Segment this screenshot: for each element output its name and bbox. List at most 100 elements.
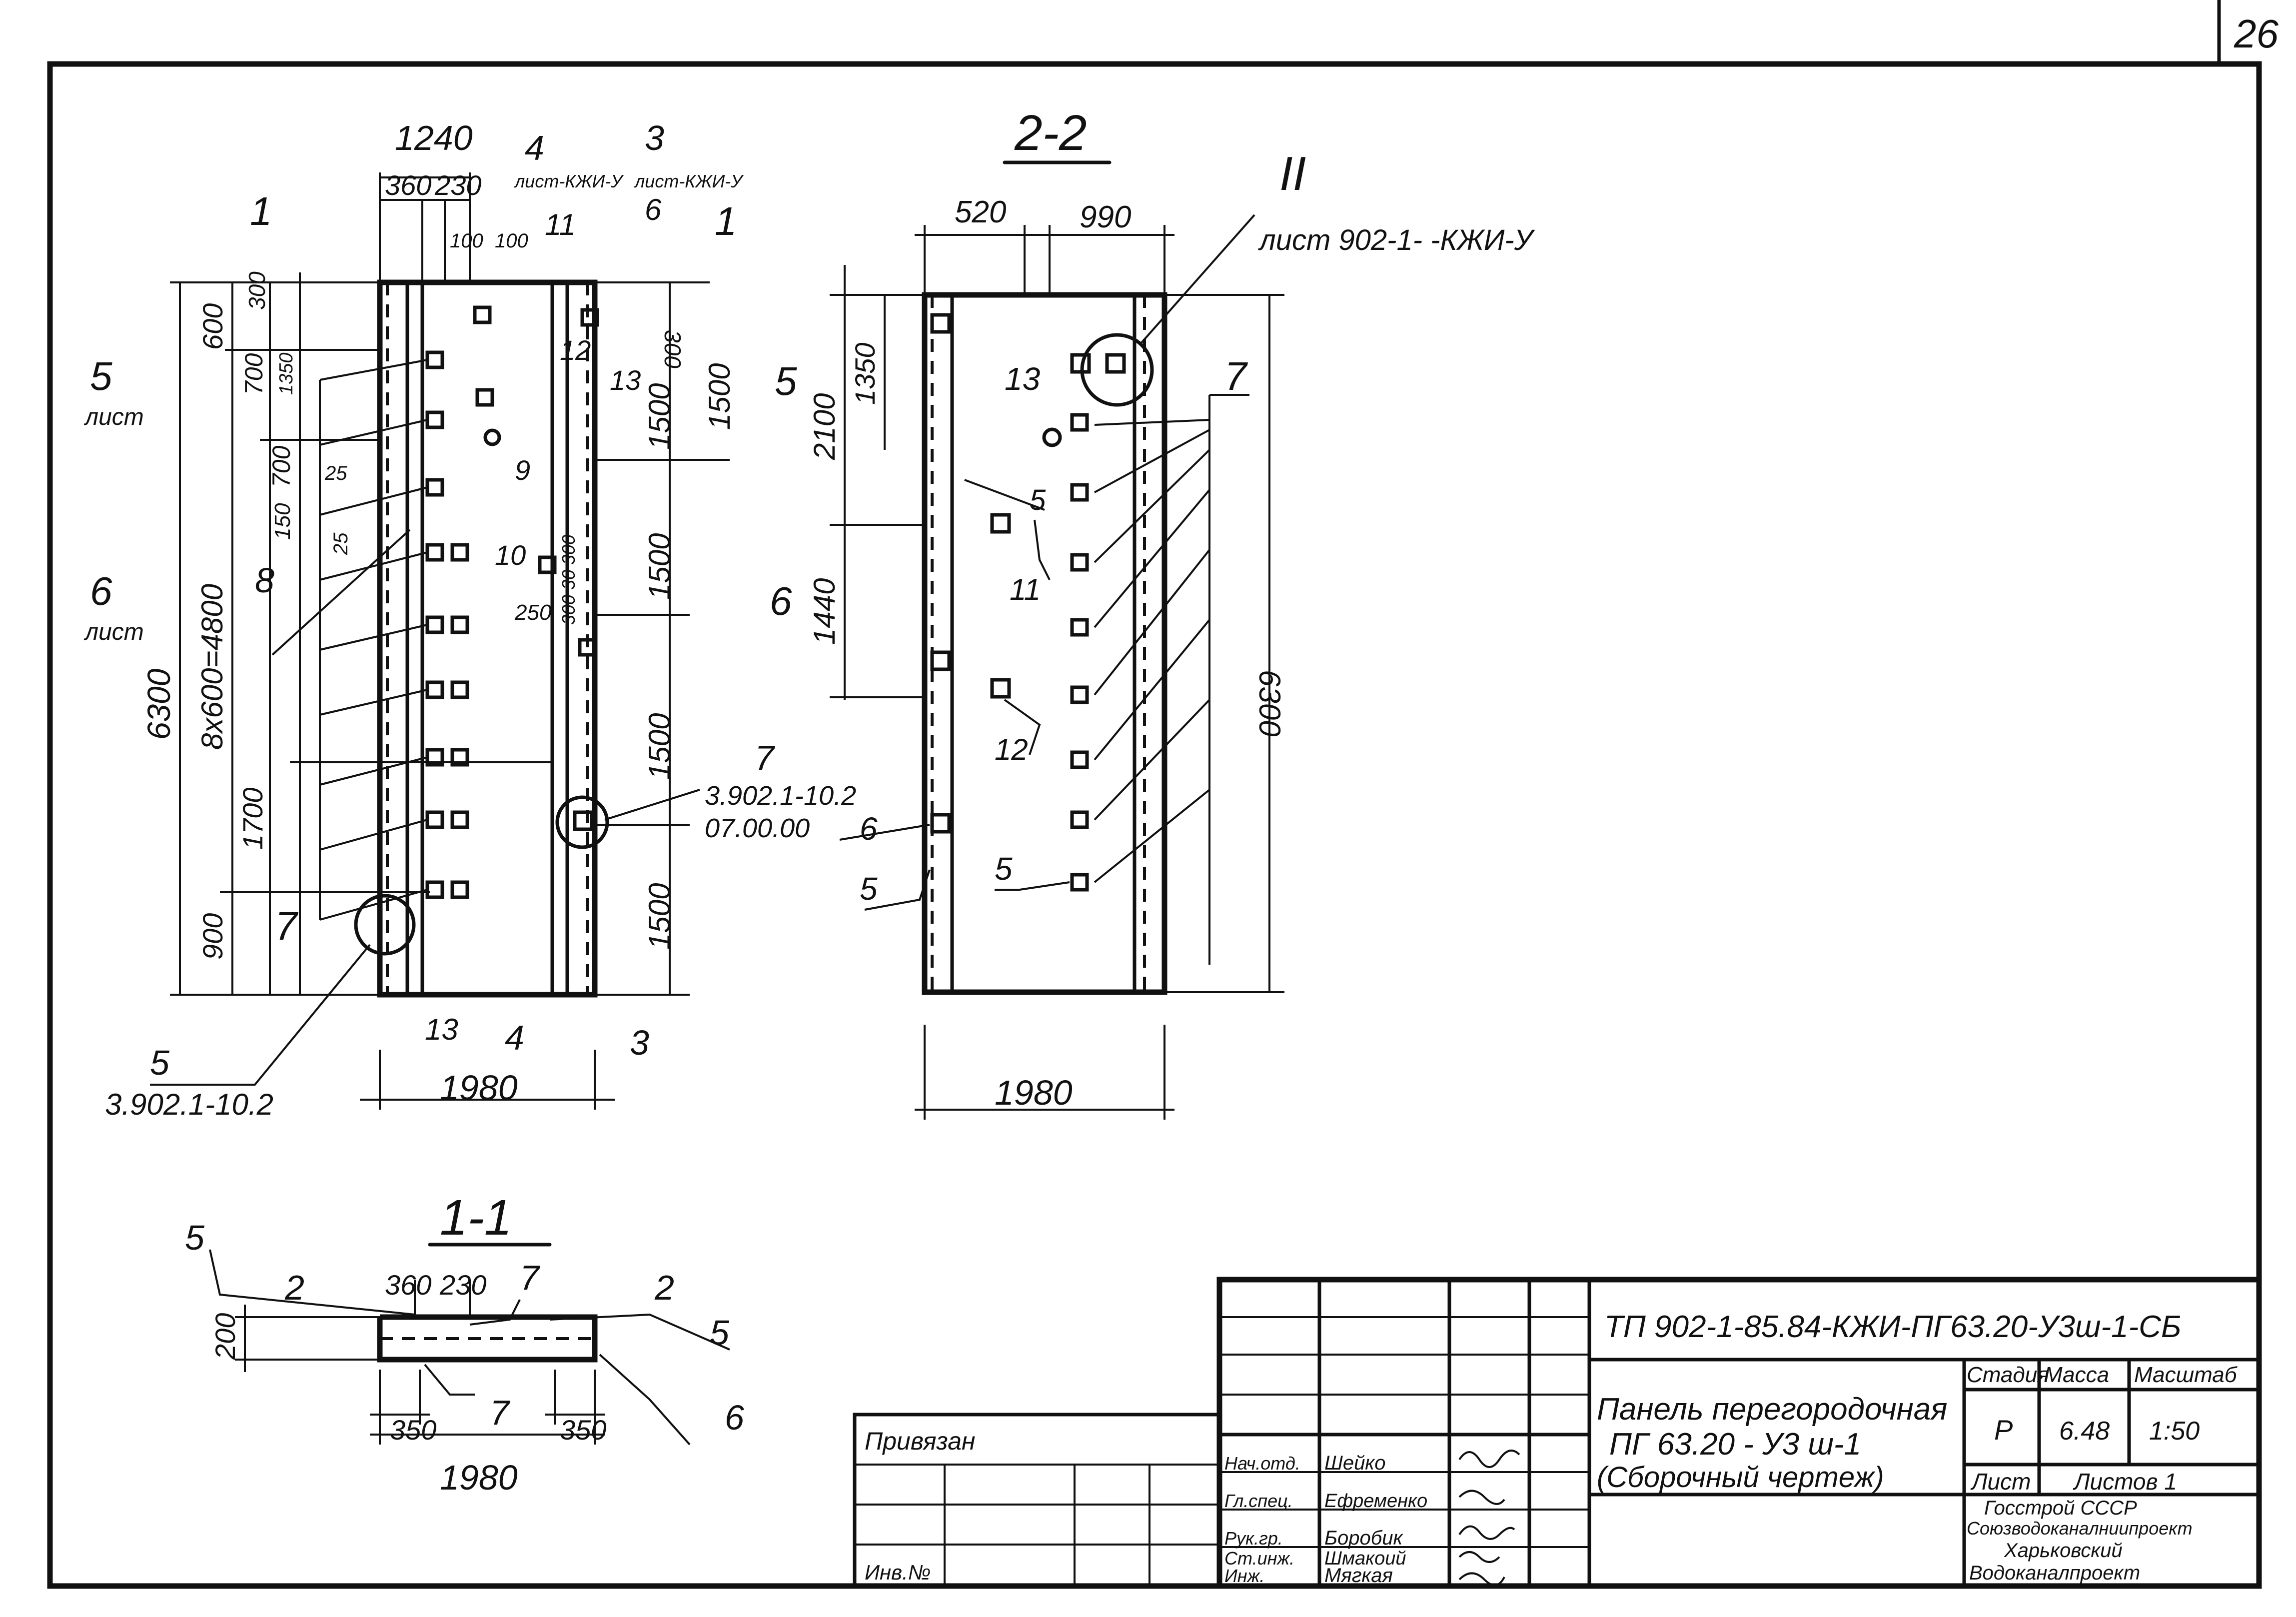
role-4: Ст.инж. <box>1224 1548 1294 1569</box>
s22-mark-5a: 5 <box>1030 484 1046 516</box>
ref-7-doc1: 3.902.1-10.2 <box>705 781 856 811</box>
s11-mark-7b: 7 <box>490 1393 511 1432</box>
org-2: Союзводоканалниипроект <box>1967 1518 2193 1539</box>
sheet-number: 26 <box>2234 11 2279 56</box>
dim-1500a: 1500 <box>703 363 736 430</box>
stage-value: Р <box>1994 1414 2013 1446</box>
ref-4-bottom: 4 <box>505 1018 524 1057</box>
cut-6-sheet: лист <box>83 619 144 645</box>
sheet-label: Лист <box>1970 1469 2031 1495</box>
mark-7-left: 7 <box>275 904 298 948</box>
s22-dim-520: 520 <box>955 195 1006 229</box>
mass-value: 6.48 <box>2059 1417 2110 1446</box>
signatures <box>1458 1450 1520 1587</box>
cut-5: 5 <box>90 354 112 398</box>
mark-11: 11 <box>545 208 576 241</box>
col-stage: Стадия <box>1967 1363 2049 1387</box>
cut-6-right: 6 <box>770 579 792 623</box>
section22-plates <box>930 313 1126 892</box>
dim-300a: 300 <box>244 271 270 310</box>
sheets-label: Листов 1 <box>2073 1469 2177 1495</box>
ref-3-sheet: лист-КЖИ-У <box>634 171 744 191</box>
elevation-dimension-lines <box>170 172 730 1110</box>
dim-100b: 100 <box>495 230 528 252</box>
dim-1500c: 1500 <box>643 533 676 600</box>
s11-dim-200: 200 <box>209 1313 241 1360</box>
name-5: Мягкая <box>1324 1565 1393 1587</box>
drawing-name-3: (Сборочный чертеж) <box>1597 1461 1884 1494</box>
mark-7-right: 7 <box>755 738 776 777</box>
dim-1240: 1240 <box>395 118 473 157</box>
doc-code: ТП 902-1-85.84-КЖИ-ПГ63.20-У3ш-1-СБ <box>1604 1310 2181 1344</box>
col-scale: Масштаб <box>2134 1363 2238 1387</box>
dim-230: 230 <box>434 169 481 201</box>
dim-150: 150 <box>270 503 295 540</box>
s11-mark-5a: 5 <box>185 1218 205 1257</box>
role-5: Инж. <box>1224 1566 1264 1586</box>
s22-mark-5c: 5 <box>995 851 1013 887</box>
dim-700b: 700 <box>267 445 295 487</box>
mark-13-top: 13 <box>610 364 641 396</box>
s11-cut-2b: 2 <box>654 1268 674 1307</box>
s11-mark-6: 6 <box>725 1398 744 1437</box>
org-1: Госстрой СССР <box>1984 1497 2137 1519</box>
panel-elevation <box>150 172 730 1110</box>
mark-9: 9 <box>515 454 530 486</box>
drawing-name-1: Панель перегородочная <box>1597 1392 1947 1427</box>
name-4: Шмакоий <box>1324 1548 1406 1569</box>
cut-5-right: 5 <box>775 359 797 403</box>
dim-1350a: 1350 <box>276 352 297 395</box>
s11-dim-350a: 350 <box>390 1414 436 1446</box>
section-1-1 <box>209 1249 730 1446</box>
dim-900: 900 <box>197 913 228 960</box>
s22-dim-1350: 1350 <box>849 342 881 405</box>
s22-mark-11: 11 <box>1010 573 1041 606</box>
title-block <box>853 1277 2262 1589</box>
s11-mark-5b: 5 <box>710 1313 730 1352</box>
mark-5: 5 <box>150 1043 170 1082</box>
s11-dim-350b: 350 <box>560 1414 606 1446</box>
section22-leaders <box>1094 394 1249 965</box>
mark-8: 8 <box>255 561 274 600</box>
dim-100a: 100 <box>450 230 483 252</box>
s22-mark-7: 7 <box>1224 354 1248 398</box>
dim-6300: 6300 <box>141 668 177 740</box>
dim-700a: 700 <box>240 353 268 395</box>
bound-label: Привязан <box>865 1427 976 1455</box>
name-2: Ефременко <box>1324 1491 1427 1512</box>
role-2: Гл.спец. <box>1224 1491 1293 1511</box>
s22-mark-6: 6 <box>860 811 878 847</box>
s22-node: II <box>1279 147 1306 200</box>
dim-300-30-300: 300 30 300 <box>558 535 579 625</box>
dim-25b: 25 <box>330 532 352 555</box>
ref-4: 4 <box>525 128 544 167</box>
dim-250: 250 <box>514 600 552 625</box>
s11-dim-230: 230 <box>439 1269 486 1301</box>
dim-300b: 300 <box>660 330 686 368</box>
s22-mark-13: 13 <box>1005 361 1041 397</box>
mark-10: 10 <box>495 539 526 571</box>
dim-8x600: 8x600=4800 <box>195 584 229 750</box>
s22-mark-12: 12 <box>995 733 1028 766</box>
dim-600: 600 <box>197 303 228 350</box>
dim-360: 360 <box>385 169 431 201</box>
dim-1980-elevation: 1980 <box>440 1068 518 1107</box>
cut-6: 6 <box>90 569 112 613</box>
scale-value: 1:50 <box>2149 1417 2200 1446</box>
name-3: Боробик <box>1324 1527 1404 1549</box>
s22-mark-5b: 5 <box>860 871 878 907</box>
inv-label: Инв.№ <box>865 1561 931 1584</box>
s11-cut-2a: 2 <box>284 1268 304 1307</box>
s22-dim-1440: 1440 <box>808 578 841 645</box>
mark-13-bottom: 13 <box>425 1013 458 1046</box>
ref-4-sheet: лист-КЖИ-У <box>514 171 624 191</box>
s22-dim-990: 990 <box>1080 200 1131 234</box>
role-1: Нач.отд. <box>1224 1453 1300 1474</box>
mark-12: 12 <box>560 334 591 366</box>
role-3: Рук.гр. <box>1224 1528 1283 1549</box>
s22-dim-6300: 6300 <box>1253 670 1286 736</box>
mark-6: 6 <box>645 193 662 226</box>
dim-25a: 25 <box>324 462 347 484</box>
dim-1700: 1700 <box>237 787 268 850</box>
